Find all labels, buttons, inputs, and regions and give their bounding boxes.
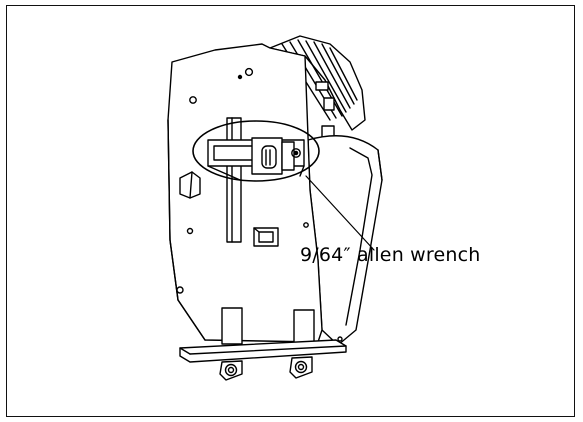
foot-right xyxy=(289,356,313,379)
square-port xyxy=(253,227,279,247)
lower-tab-left xyxy=(221,307,243,345)
lower-tab-right xyxy=(293,309,315,345)
callout-leader-line xyxy=(305,175,375,251)
foot-left xyxy=(219,360,243,381)
right-cover xyxy=(307,135,383,346)
bracket-assembly xyxy=(207,137,305,181)
callout-label: 9/64″ allen wrench xyxy=(300,244,481,266)
base-plate xyxy=(179,339,347,363)
highlight-ellipse xyxy=(192,120,320,182)
plate-holes xyxy=(176,67,309,294)
